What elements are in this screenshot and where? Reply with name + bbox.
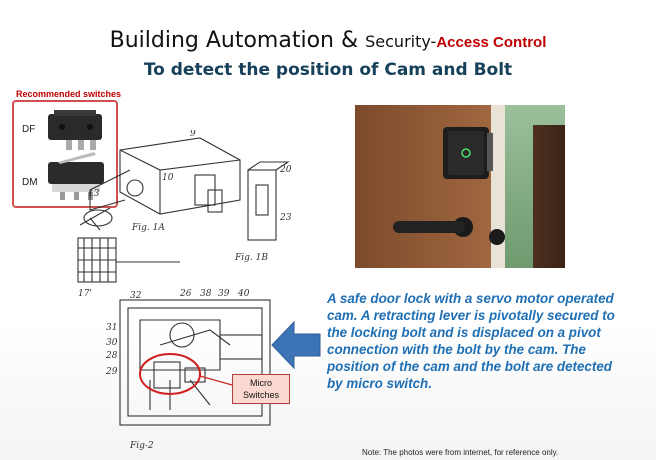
recommended-switches-heading: Recommended switches (16, 89, 122, 99)
svg-text:13: 13 (88, 189, 100, 199)
svg-text:Fig. 1B: Fig. 1B (234, 253, 268, 263)
switch-df-label: DF (22, 124, 36, 135)
svg-text:10: 10 (162, 173, 174, 183)
micro-label-line1: Micro (250, 378, 272, 388)
switch-dm-label: DM (22, 177, 38, 188)
svg-text:28: 28 (105, 351, 118, 361)
svg-text:17': 17' (78, 289, 92, 299)
slide-subtitle: To detect the position of Cam and Bolt (143, 60, 513, 80)
micro-switches-label: Micro Switches (232, 374, 290, 404)
microswitch-photos (48, 110, 104, 200)
svg-text:9: 9 (190, 130, 196, 139)
svg-text:40: 40 (237, 289, 250, 299)
svg-text:31: 31 (106, 323, 117, 333)
micro-label-line2: Switches (242, 390, 279, 400)
svg-text:29: 29 (105, 367, 118, 377)
left-arrow-icon (271, 320, 321, 370)
recommended-switches-panel: DF DM (12, 100, 118, 208)
svg-text:20: 20 (279, 165, 292, 175)
svg-text:39: 39 (218, 289, 230, 299)
footnote: Note: The photos were from internet, for… (362, 448, 559, 457)
title-main: Building Automation & (109, 28, 366, 53)
svg-text:26: 26 (179, 289, 192, 299)
svg-text:38: 38 (200, 289, 212, 299)
svg-text:32: 32 (130, 291, 142, 301)
title-secondary: Security- (365, 32, 437, 51)
patent-drawing: 9 10 13 Fig. 1A Fig. 1B Fig-2 32 26 38 3… (77, 130, 292, 451)
door-lock-photo (355, 105, 565, 268)
svg-text:30: 30 (106, 338, 118, 348)
svg-text:Fig. 1A: Fig. 1A (131, 223, 165, 233)
svg-text:23: 23 (279, 213, 292, 223)
svg-text:Fig-2: Fig-2 (129, 441, 154, 451)
slide-title: Building Automation & Security-Access Co… (0, 28, 656, 53)
description-text: A safe door lock with a servo motor oper… (327, 291, 615, 391)
title-highlight: Access Control (436, 34, 547, 51)
